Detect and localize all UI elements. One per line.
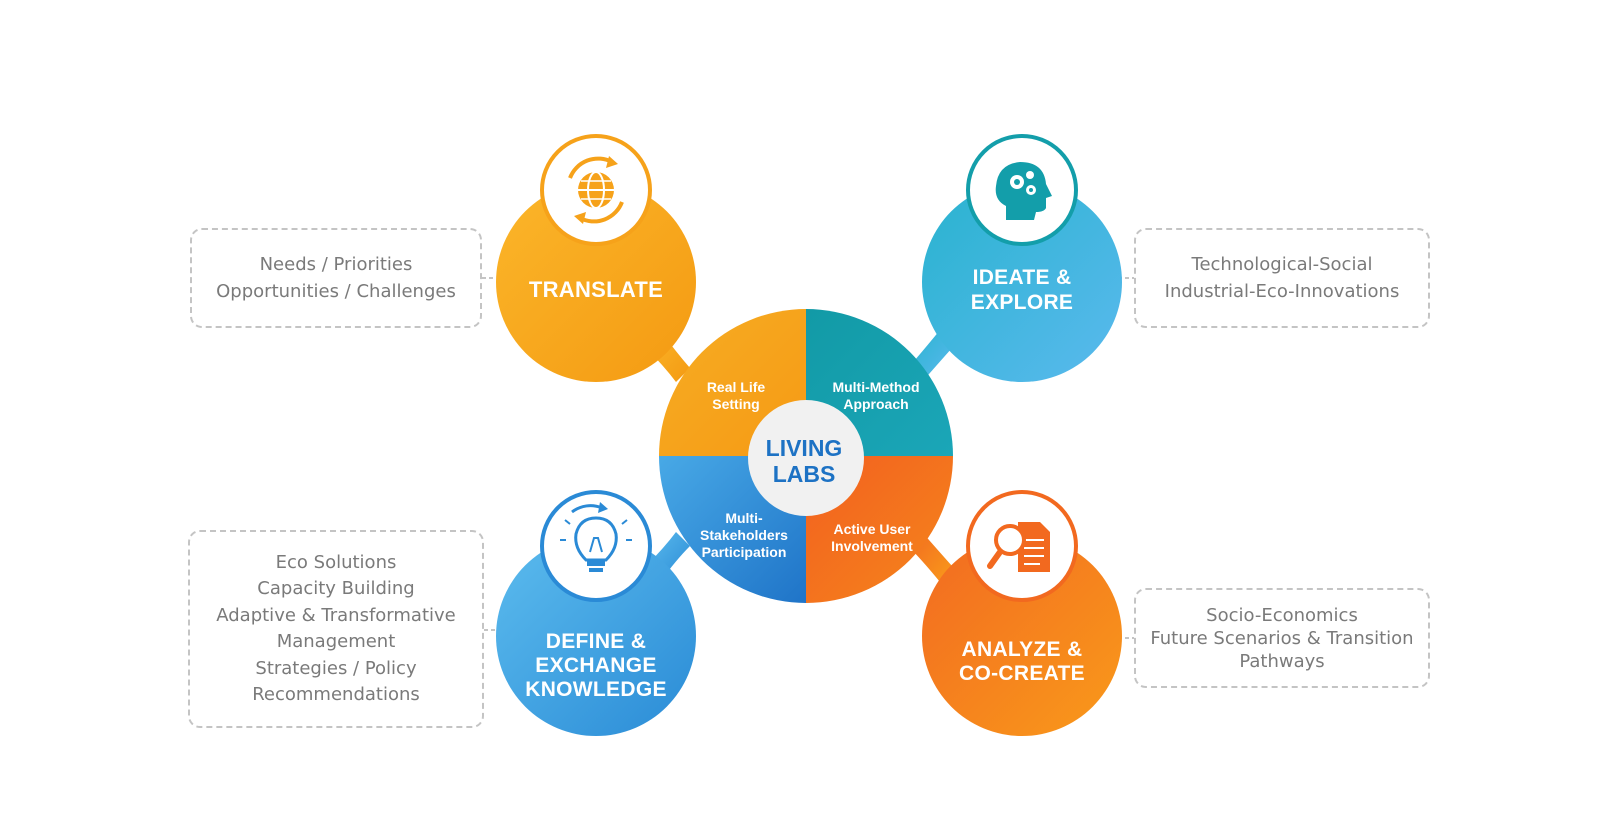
lightbulb-icon (540, 490, 652, 602)
note-line: Needs / Priorities (259, 254, 413, 275)
note-line: Future Scenarios & Transition (1150, 627, 1414, 649)
center-disc (748, 400, 864, 516)
quadrant-label-line: Multi-Method (832, 379, 920, 395)
note-line: Capacity Building (257, 578, 415, 599)
center-title-living-labs: LIVING LABS (748, 432, 860, 490)
bubble-title-ideate: IDEATE & EXPLORE (922, 262, 1122, 318)
center-title-line: LIVING (765, 435, 843, 461)
bubble-title-line: DEFINE & (545, 630, 647, 653)
note-ideate: Technological-Social Industrial-Eco-Inno… (1134, 228, 1430, 328)
quadrant-label-line: Active User (833, 521, 911, 537)
bubble-title-line: KNOWLEDGE (525, 678, 667, 701)
center-title-line: LABS (772, 461, 836, 487)
note-line: Strategies / Policy (255, 657, 417, 679)
bubble-title-line: EXPLORE (970, 291, 1074, 314)
note-line: Management (276, 631, 396, 652)
quadrant-label-real-life-setting: Real Life Setting (680, 376, 792, 416)
note-line: Technological-Social (1191, 254, 1373, 275)
bubble-analyze (922, 536, 1122, 736)
quadrant-label-line: Multi- (725, 509, 763, 526)
quadrant-label-line: Involvement (831, 538, 913, 554)
bubble-title-line: TRANSLATE (528, 277, 664, 302)
note-analyze: Socio-Economics Future Scenarios & Trans… (1134, 588, 1430, 688)
note-line: Eco Solutions (275, 551, 397, 573)
head-gears-icon (966, 134, 1078, 246)
globe-cycle-icon (540, 134, 652, 246)
bubble-title-line: CO-CREATE (959, 662, 1085, 685)
bubble-title-translate: TRANSLATE (496, 270, 696, 310)
note-line: Socio-Economics (1206, 604, 1358, 626)
note-line: Industrial-Eco-Innovations (1164, 281, 1400, 302)
bubble-define (496, 536, 696, 736)
note-define: Eco Solutions Capacity Building Adaptive… (188, 530, 484, 728)
note-line: Pathways (1239, 650, 1325, 672)
bubble-title-analyze: ANALYZE & CO-CREATE (922, 634, 1122, 690)
quadrant-label-line: Stakeholders (700, 526, 788, 543)
note-line: Adaptive & Transformative (216, 604, 456, 626)
quadrant-label-multi-method: Multi-Method Approach (816, 376, 936, 416)
bubble-title-line: IDEATE & (972, 266, 1072, 289)
bubble-title-define: DEFINE & EXCHANGE KNOWLEDGE (496, 626, 696, 706)
bubble-title-line: EXCHANGE (535, 654, 657, 677)
note-translate: Needs / Priorities Opportunities / Chall… (190, 228, 482, 328)
quadrant-label-line: Real Life (706, 379, 766, 395)
quadrant-label-line: Setting (712, 396, 760, 412)
quadrant-label-line: Approach (843, 396, 909, 412)
bubble-title-line: ANALYZE & (961, 638, 1083, 661)
note-line: Opportunities / Challenges (216, 281, 456, 302)
quadrant-label-active-user: Active User Involvement (812, 518, 932, 558)
bubble-translate (496, 182, 696, 382)
quadrant-label-multi-stakeholders: Multi- Stakeholders Participation (684, 508, 804, 562)
note-line: Recommendations (252, 684, 420, 705)
quadrant-label-line: Participation (701, 543, 787, 560)
bubble-ideate (922, 182, 1122, 382)
magnifier-document-icon (966, 490, 1078, 602)
